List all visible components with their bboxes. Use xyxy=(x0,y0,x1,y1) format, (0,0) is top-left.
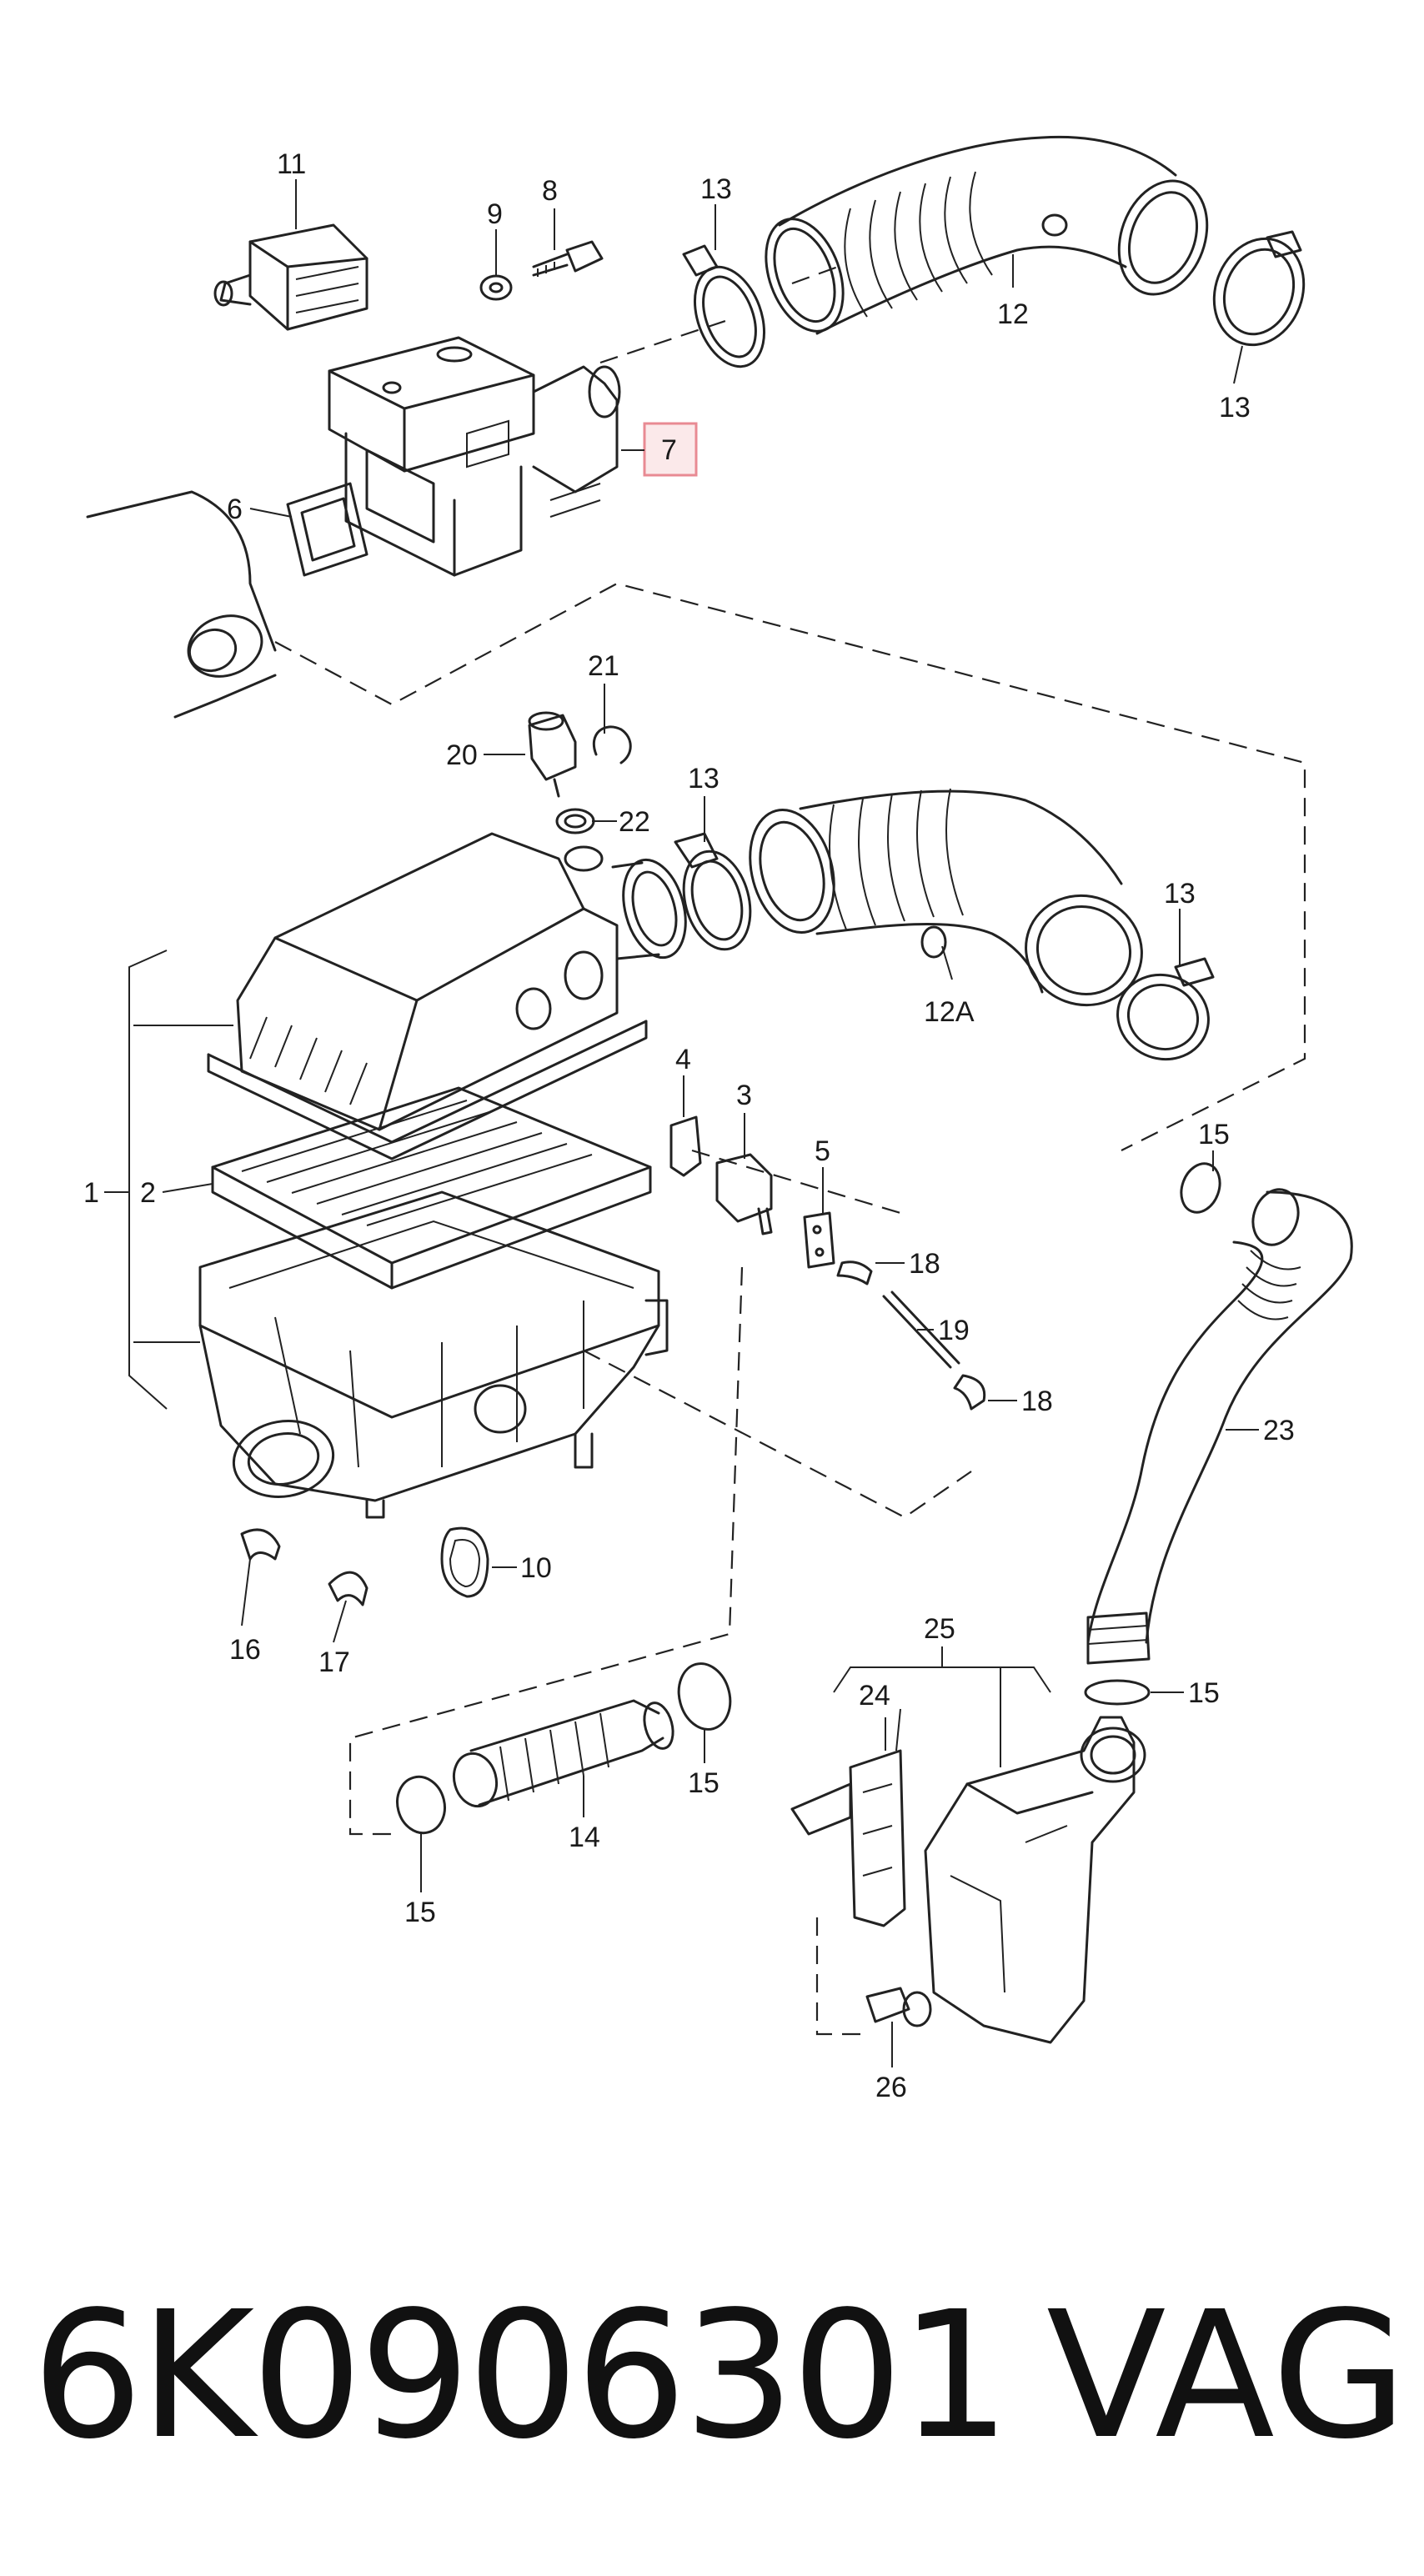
leader-lines xyxy=(162,179,1259,2067)
callout-22: 22 xyxy=(619,806,650,838)
part-26-fastener xyxy=(865,1987,932,2027)
part-16-clip xyxy=(240,1528,281,1561)
callout-7: 7 xyxy=(661,434,677,466)
part-11-sensor xyxy=(213,223,369,331)
callout-11: 11 xyxy=(277,148,306,180)
callout-15-upper: 15 xyxy=(1198,1119,1230,1150)
callout-15-lower-mid: 15 xyxy=(688,1767,720,1799)
part-1-lower-housing xyxy=(198,1190,669,1519)
engine-bay-outline xyxy=(86,490,277,719)
callout-13-middle-left: 13 xyxy=(688,763,720,794)
callout-5: 5 xyxy=(815,1135,830,1167)
bracket-25 xyxy=(833,1646,1051,1767)
part-12-intake-hose xyxy=(765,135,1209,335)
part-24-bracket xyxy=(790,1749,906,1927)
part-13-clamp-middle-right xyxy=(1116,957,1215,1061)
part-22-seal-ring xyxy=(555,808,595,834)
callout-15-lower-left: 15 xyxy=(404,1897,436,1928)
callout-13-upper-left: 13 xyxy=(700,173,732,205)
part-15-clamp-lower xyxy=(1084,1679,1151,1706)
part-12a-intake-hose xyxy=(749,788,1143,1007)
part-13-clamp-upper-left xyxy=(682,244,766,368)
callout-16: 16 xyxy=(229,1634,261,1666)
part-17-clip xyxy=(328,1571,369,1606)
bracket-1 xyxy=(104,950,233,1410)
part-13-clamp-upper-right xyxy=(1212,230,1306,347)
callout-19: 19 xyxy=(938,1315,970,1346)
part-15-clamp-lower-mid xyxy=(677,1662,732,1731)
callout-13-middle-right: 13 xyxy=(1164,878,1196,910)
part-15-clamp-upper xyxy=(1180,1162,1221,1214)
part-21-clip xyxy=(592,725,632,764)
part-4-bracket xyxy=(669,1115,702,1177)
callout-9: 9 xyxy=(487,198,503,230)
callout-labels: 11 9 8 13 12 13 7 6 21 20 22 13 13 12A 4… xyxy=(83,148,1295,2103)
callout-17: 17 xyxy=(318,1646,350,1678)
callout-26: 26 xyxy=(875,2072,907,2103)
callout-21: 21 xyxy=(588,650,619,682)
part-2-filter-element xyxy=(211,1086,652,1290)
callout-4: 4 xyxy=(675,1044,691,1075)
callout-25: 25 xyxy=(924,1613,955,1645)
part-13-clamp-middle-left xyxy=(674,832,752,951)
callout-10: 10 xyxy=(520,1552,552,1584)
callout-23: 23 xyxy=(1263,1415,1295,1446)
brand-label: VAG xyxy=(1046,2273,1407,2478)
part-3-valve xyxy=(715,1153,773,1235)
part-1-air-filter-housing xyxy=(207,832,687,1160)
part-14-hose xyxy=(452,1699,674,1808)
callout-8: 8 xyxy=(542,175,558,207)
part-6-gasket xyxy=(286,482,369,577)
callout-12a: 12A xyxy=(924,996,975,1028)
callout-18-upper: 18 xyxy=(909,1248,940,1280)
part-18-hose-lower xyxy=(953,1374,986,1411)
part-5-bracket xyxy=(803,1211,835,1269)
part-8-bolt xyxy=(532,240,604,277)
part-15-clamp-lower-left xyxy=(396,1775,446,1835)
callout-12: 12 xyxy=(997,298,1029,330)
part-20-valve xyxy=(528,711,577,798)
callout-3: 3 xyxy=(736,1080,752,1111)
callout-14: 14 xyxy=(569,1822,600,1853)
part-19-pipe xyxy=(882,1291,960,1369)
part-25-resonator xyxy=(924,1716,1146,2044)
callout-13-upper-right: 13 xyxy=(1219,392,1251,423)
callout-20: 20 xyxy=(446,739,478,771)
part-number: 6K0906301 xyxy=(32,2273,1011,2478)
part-9-washer xyxy=(479,274,513,301)
footer: 6K0906301 VAG xyxy=(0,2268,1424,2484)
callout-24: 24 xyxy=(859,1680,890,1711)
part-10-gasket xyxy=(440,1526,489,1598)
callout-18-lower: 18 xyxy=(1021,1386,1053,1417)
part-23-hose xyxy=(1086,1188,1353,1665)
callout-6: 6 xyxy=(227,494,243,525)
exploded-parts-diagram: 11 9 8 13 12 13 7 6 21 20 22 13 13 12A 4… xyxy=(83,135,1353,2103)
callout-15-lower-right: 15 xyxy=(1188,1677,1220,1709)
callout-2: 2 xyxy=(140,1177,156,1209)
part-18-hose-upper xyxy=(836,1260,873,1285)
callout-1: 1 xyxy=(83,1177,99,1209)
part-7-air-mass-meter xyxy=(328,336,621,577)
